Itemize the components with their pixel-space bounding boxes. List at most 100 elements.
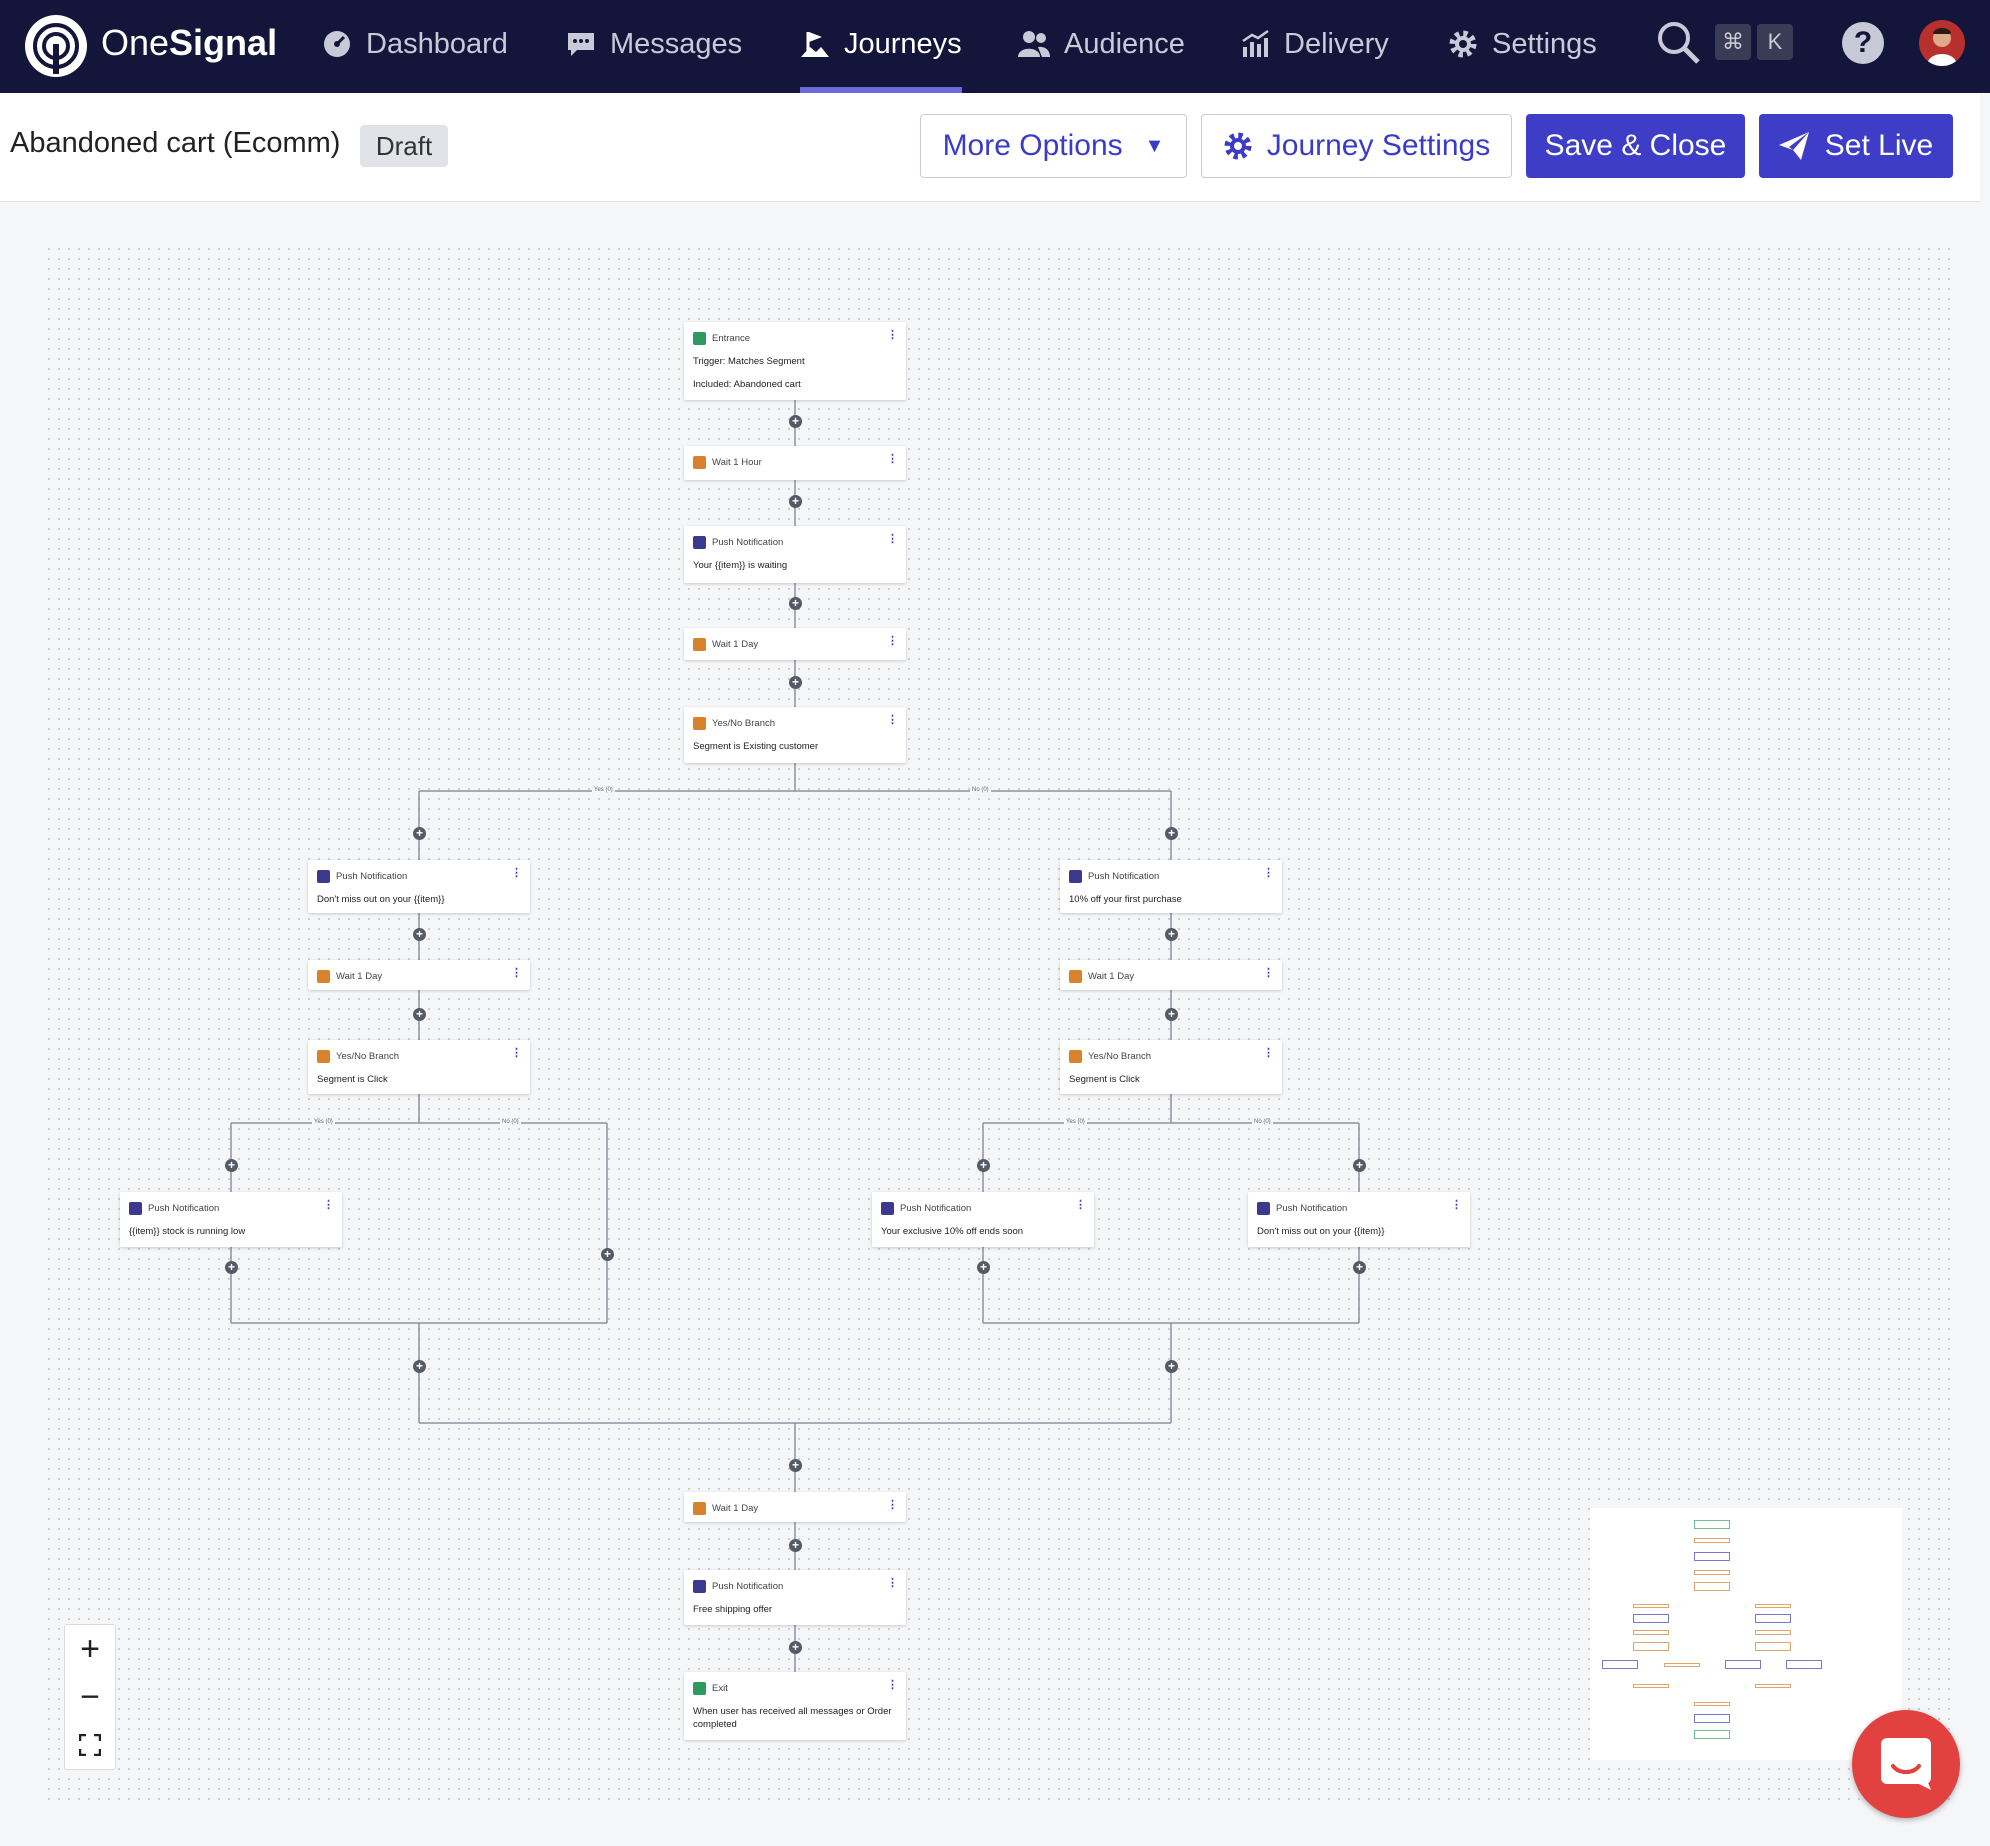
- add-step-button[interactable]: +: [789, 415, 802, 428]
- exit-node[interactable]: Exit ⋮ When user has received all messag…: [684, 1672, 906, 1740]
- add-step-button[interactable]: +: [789, 1641, 802, 1654]
- add-step-button[interactable]: +: [789, 1539, 802, 1552]
- node-menu-icon[interactable]: ⋮: [511, 967, 522, 979]
- no-branch-label: No (0): [500, 1119, 521, 1125]
- chat-widget-button[interactable]: [1852, 1710, 1960, 1818]
- add-step-button[interactable]: +: [601, 1248, 614, 1261]
- node-menu-icon[interactable]: ⋮: [511, 1047, 522, 1059]
- zoom-in-button[interactable]: +: [80, 1630, 100, 1668]
- no-branch-label: No (0): [970, 787, 991, 793]
- push-notification-node[interactable]: Push Notification ⋮ Free shipping offer: [684, 1570, 906, 1625]
- zoom-out-button[interactable]: −: [80, 1678, 100, 1716]
- add-step-button[interactable]: +: [977, 1159, 990, 1172]
- add-step-button[interactable]: +: [1165, 1360, 1178, 1373]
- node-menu-icon[interactable]: ⋮: [1075, 1199, 1086, 1211]
- onesignal-logo-icon[interactable]: [24, 14, 88, 78]
- node-menu-icon[interactable]: ⋮: [887, 329, 898, 341]
- add-step-button[interactable]: +: [413, 827, 426, 840]
- minimap-node: [1694, 1714, 1730, 1723]
- wait-node[interactable]: Wait 1 Day ⋮: [684, 628, 906, 660]
- add-step-button[interactable]: +: [1165, 1008, 1178, 1021]
- add-step-button[interactable]: +: [789, 495, 802, 508]
- minimap-node: [1664, 1663, 1700, 1667]
- wait-node[interactable]: Wait 1 Day ⋮: [684, 1492, 906, 1522]
- save-close-button[interactable]: Save & Close: [1526, 114, 1745, 178]
- add-step-button[interactable]: +: [413, 928, 426, 941]
- caret-down-icon: ▼: [1144, 134, 1165, 157]
- clock-icon: [317, 970, 330, 983]
- node-menu-icon[interactable]: ⋮: [1263, 867, 1274, 879]
- minimap[interactable]: [1590, 1508, 1902, 1760]
- nav-delivery[interactable]: Delivery: [1240, 24, 1389, 64]
- journey-title[interactable]: Abandoned cart (Ecomm): [10, 127, 341, 159]
- node-menu-icon[interactable]: ⋮: [323, 1199, 334, 1211]
- node-menu-icon[interactable]: ⋮: [1263, 967, 1274, 979]
- minimap-node: [1694, 1730, 1730, 1739]
- yes-no-branch-node[interactable]: Yes/No Branch ⋮ Segment is Click: [1060, 1040, 1282, 1094]
- push-notification-node[interactable]: Push Notification ⋮ Don't miss out on yo…: [308, 860, 530, 913]
- add-step-button[interactable]: +: [413, 1360, 426, 1373]
- entrance-node[interactable]: Entrance ⋮ Trigger: Matches Segment Incl…: [684, 322, 906, 400]
- yes-no-branch-node[interactable]: Yes/No Branch ⋮ Segment is Existing cust…: [684, 707, 906, 763]
- node-menu-icon[interactable]: ⋮: [887, 533, 898, 545]
- push-icon: [129, 1202, 142, 1215]
- minimap-node: [1786, 1660, 1822, 1669]
- yes-no-branch-node[interactable]: Yes/No Branch ⋮ Segment is Click: [308, 1040, 530, 1094]
- clock-icon: [1069, 970, 1082, 983]
- add-step-button[interactable]: +: [413, 1008, 426, 1021]
- journey-header: Abandoned cart (Ecomm) Draft More Option…: [0, 93, 1980, 202]
- minimap-node: [1694, 1582, 1730, 1591]
- paper-plane-icon: [1778, 132, 1809, 160]
- add-step-button[interactable]: +: [789, 1459, 802, 1472]
- wait-node[interactable]: Wait 1 Day ⋮: [308, 960, 530, 990]
- node-menu-icon[interactable]: ⋮: [887, 1499, 898, 1511]
- add-step-button[interactable]: +: [225, 1159, 238, 1172]
- nav-journeys[interactable]: Journeys: [800, 24, 962, 64]
- push-icon: [1069, 870, 1082, 883]
- search-icon[interactable]: [1656, 20, 1702, 66]
- help-icon[interactable]: ?: [1842, 22, 1884, 64]
- wait-node[interactable]: Wait 1 Hour ⋮: [684, 446, 906, 480]
- node-menu-icon[interactable]: ⋮: [511, 867, 522, 879]
- more-options-button[interactable]: More Options ▼: [920, 114, 1187, 178]
- node-menu-icon[interactable]: ⋮: [887, 1679, 898, 1691]
- minimap-node: [1755, 1630, 1791, 1635]
- yes-branch-label: Yes (0): [1064, 1119, 1087, 1125]
- add-step-button[interactable]: +: [1165, 928, 1178, 941]
- node-menu-icon[interactable]: ⋮: [887, 714, 898, 726]
- avatar[interactable]: [1919, 20, 1965, 66]
- node-menu-icon[interactable]: ⋮: [887, 453, 898, 465]
- add-step-button[interactable]: +: [977, 1261, 990, 1274]
- fit-view-button[interactable]: [65, 1721, 115, 1769]
- yes-branch-label: Yes (0): [592, 787, 615, 793]
- nav-messages[interactable]: Messages: [566, 24, 742, 64]
- chart-icon: [1242, 29, 1269, 57]
- node-menu-icon[interactable]: ⋮: [887, 1577, 898, 1589]
- wait-node[interactable]: Wait 1 Day ⋮: [1060, 960, 1282, 990]
- add-step-button[interactable]: +: [225, 1261, 238, 1274]
- journey-settings-button[interactable]: Journey Settings: [1201, 114, 1512, 178]
- push-notification-node[interactable]: Push Notification ⋮ {{item}} stock is ru…: [120, 1192, 342, 1247]
- push-icon: [881, 1202, 894, 1215]
- push-notification-node[interactable]: Push Notification ⋮ Your exclusive 10% o…: [872, 1192, 1094, 1247]
- node-menu-icon[interactable]: ⋮: [1451, 1199, 1462, 1211]
- push-notification-node[interactable]: Push Notification ⋮ Don't miss out on yo…: [1248, 1192, 1470, 1247]
- nav-settings[interactable]: Settings: [1448, 24, 1597, 64]
- node-menu-icon[interactable]: ⋮: [887, 635, 898, 647]
- minimap-node: [1694, 1538, 1730, 1543]
- add-step-button[interactable]: +: [789, 597, 802, 610]
- nav-audience[interactable]: Audience: [1018, 24, 1185, 64]
- set-live-button[interactable]: Set Live: [1759, 114, 1953, 178]
- add-step-button[interactable]: +: [789, 676, 802, 689]
- brand-name[interactable]: OneSignal: [101, 22, 278, 63]
- add-step-button[interactable]: +: [1165, 827, 1178, 840]
- add-step-button[interactable]: +: [1353, 1261, 1366, 1274]
- minimap-node: [1755, 1614, 1791, 1623]
- minimap-node: [1755, 1684, 1791, 1688]
- push-notification-node[interactable]: Push Notification ⋮ 10% off your first p…: [1060, 860, 1282, 913]
- add-step-button[interactable]: +: [1353, 1159, 1366, 1172]
- push-notification-node[interactable]: Push Notification ⋮ Your {{item}} is wai…: [684, 526, 906, 583]
- people-icon: [1018, 31, 1050, 57]
- nav-dashboard[interactable]: Dashboard: [322, 24, 508, 64]
- node-menu-icon[interactable]: ⋮: [1263, 1047, 1274, 1059]
